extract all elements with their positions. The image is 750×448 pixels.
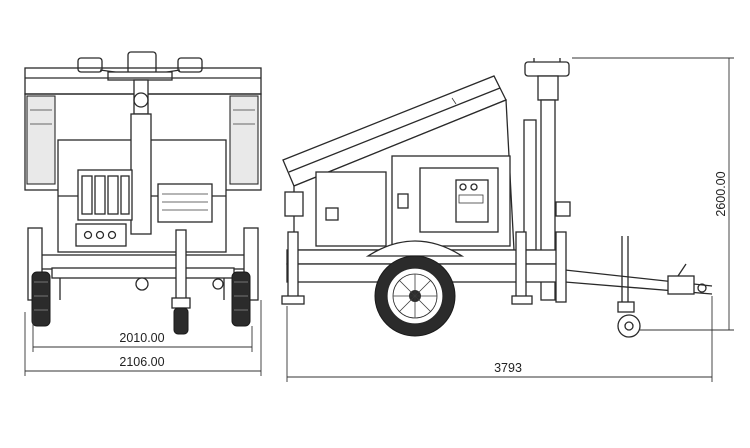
side-main-wheel	[374, 255, 456, 337]
front-chassis	[27, 227, 259, 335]
side-body	[284, 99, 515, 251]
track-width-label: 2010.00	[119, 331, 164, 345]
front-view: 2010.00 2106.00	[24, 51, 262, 376]
side-view: 3793 2600.00	[281, 57, 734, 382]
side-dimensions	[286, 57, 734, 382]
side-mast	[523, 58, 571, 301]
front-dimensions	[24, 300, 262, 376]
mast-height-label: 2600.00	[714, 171, 728, 216]
front-mast	[130, 79, 152, 235]
overall-width-label: 2106.00	[119, 355, 164, 369]
front-lamp-heads	[77, 51, 203, 81]
front-control-panels	[75, 169, 213, 247]
overall-length-label: 3793	[494, 361, 522, 375]
